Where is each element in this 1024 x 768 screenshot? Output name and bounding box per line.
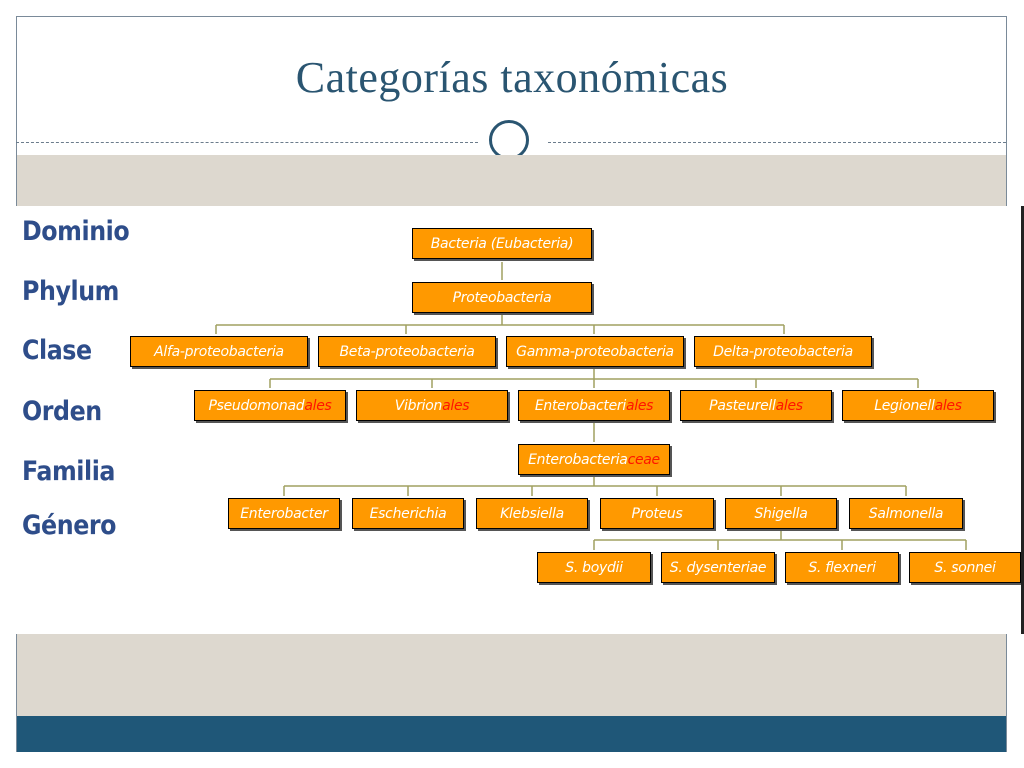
node-especie-dysenteriae: S. dysenteriae: [661, 552, 775, 583]
rank-label-dominio: Dominio: [22, 216, 130, 247]
node-label: Pasteurell: [709, 397, 776, 414]
node-suffix: ales: [934, 397, 962, 414]
node-especie-flexneri: S. flexneri: [785, 552, 899, 583]
node-genero-proteus: Proteus: [600, 498, 714, 529]
tree-connectors: [215, 262, 967, 550]
node-clase-alfa: Alfa-proteobacteria: [130, 336, 308, 367]
node-suffix: ceae: [627, 451, 661, 468]
node-suffix: ales: [442, 397, 470, 414]
node-label: Enterobacteria: [528, 451, 628, 468]
background-band-bottom: [17, 634, 1006, 716]
node-clase-delta: Delta-proteobacteria: [694, 336, 872, 367]
node-especie-boydii: S. boydii: [537, 552, 651, 583]
node-genero-enterobacter: Enterobacter: [228, 498, 340, 529]
node-genero-klebsiella: Klebsiella: [476, 498, 588, 529]
node-genero-salmonella: Salmonella: [849, 498, 963, 529]
node-especie-sonnei: S. sonnei: [909, 552, 1021, 583]
node-label: Beta-proteobacteria: [339, 343, 475, 360]
title-divider-right: [548, 142, 1006, 143]
node-label: Proteobacteria: [452, 289, 552, 306]
node-suffix: ales: [304, 397, 332, 414]
node-label: Proteus: [631, 505, 683, 522]
node-genero-shigella: Shigella: [725, 498, 837, 529]
node-label: Enterobacteri: [534, 397, 626, 414]
rank-label-clase: Clase: [22, 335, 92, 366]
node-clase-beta: Beta-proteobacteria: [318, 336, 496, 367]
rank-label-genero: Género: [22, 510, 117, 541]
node-label: Enterobacter: [240, 505, 328, 522]
slide-title: Categorías taxonómicas: [295, 53, 729, 102]
node-label: Escherichia: [369, 505, 447, 522]
node-label: S. boydii: [565, 559, 623, 576]
node-label: Bacteria (Eubacteria): [430, 235, 574, 252]
slide-frame-top: [16, 16, 1007, 17]
node-label: Klebsiella: [500, 505, 564, 522]
node-suffix: ales: [625, 397, 654, 414]
node-label: Gamma-proteobacteria: [516, 343, 674, 360]
node-dominio: Bacteria (Eubacteria): [412, 228, 592, 259]
title-divider-left: [16, 142, 478, 143]
node-label: Vibrion: [394, 397, 443, 414]
figure-edge: [1021, 206, 1024, 634]
background-band-top: [17, 155, 1006, 206]
node-suffix: ales: [775, 397, 803, 414]
taxonomy-figure: Dominio Phylum Clase Orden Familia Géner…: [0, 206, 1024, 634]
node-label: S. sonnei: [934, 559, 996, 576]
node-label: S. flexneri: [808, 559, 876, 576]
node-label: Delta-proteobacteria: [713, 343, 853, 360]
node-label: Salmonella: [868, 505, 944, 522]
rank-label-orden: Orden: [22, 396, 102, 427]
node-label: S. dysenteriae: [669, 559, 767, 576]
node-genero-escherichia: Escherichia: [352, 498, 464, 529]
node-label: Pseudomonad: [208, 397, 305, 414]
node-label: Shigella: [754, 505, 808, 522]
node-label: Alfa-proteobacteria: [154, 343, 284, 360]
node-label: Legionell: [874, 397, 935, 414]
footer-bar: [17, 716, 1006, 752]
rank-label-phylum: Phylum: [22, 276, 120, 307]
rank-label-familia: Familia: [22, 456, 116, 487]
node-phylum: Proteobacteria: [412, 282, 592, 313]
node-clase-gamma: Gamma-proteobacteria: [506, 336, 684, 367]
